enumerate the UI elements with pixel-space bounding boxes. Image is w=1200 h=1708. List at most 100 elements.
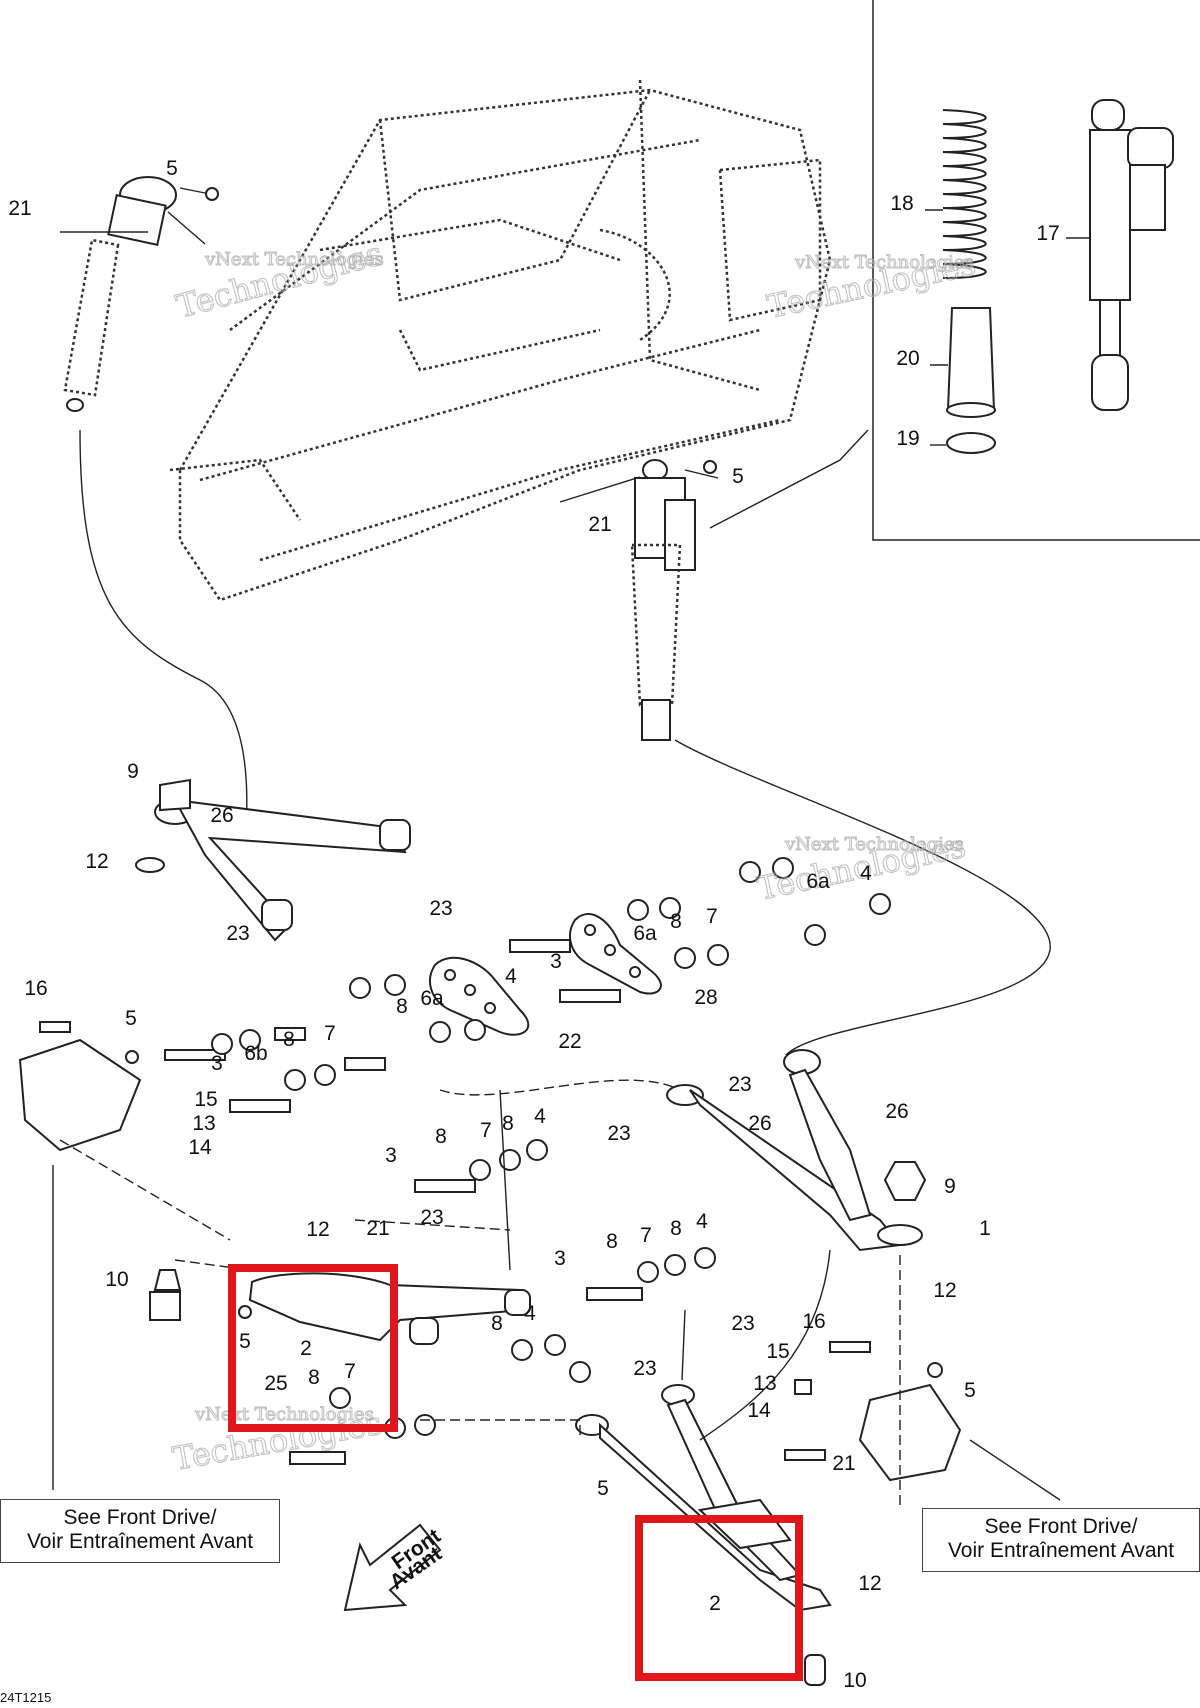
leader-line bbox=[674, 739, 1051, 1056]
part-number-label: 23 bbox=[226, 922, 249, 945]
part-number-label: 19 bbox=[896, 427, 919, 450]
part-number-label: 12 bbox=[306, 1218, 329, 1241]
shock-absorber-left bbox=[60, 176, 219, 412]
part-number-label: 16 bbox=[802, 1310, 825, 1333]
part-number-label: 23 bbox=[633, 1357, 656, 1380]
part-number-label: 5 bbox=[732, 465, 744, 488]
part-number-label: 12 bbox=[85, 850, 108, 873]
part-number-label: 5 bbox=[964, 1379, 976, 1402]
callout-line-2: Voir Entraînement Avant bbox=[26, 1530, 254, 1553]
part-number-label: 13 bbox=[753, 1372, 776, 1395]
part-number-label: 8 bbox=[396, 995, 408, 1018]
part-number-label: 21 bbox=[366, 1217, 389, 1240]
part-number-label: 5 bbox=[239, 1330, 251, 1353]
svg-text:vNext Technologies: vNext Technologies bbox=[794, 252, 974, 273]
part-number-label: 7 bbox=[480, 1119, 492, 1142]
part-number-label: 21 bbox=[588, 513, 611, 536]
see-front-drive-callout-right: See Front Drive/ Voir Entraînement Avant bbox=[922, 1508, 1200, 1572]
part-number-label: 8 bbox=[283, 1028, 295, 1051]
part-number-label: 9 bbox=[127, 760, 139, 783]
part-number-label: 9 bbox=[944, 1175, 956, 1198]
inset-frame bbox=[872, 0, 1200, 541]
bracket-22 bbox=[429, 956, 530, 1036]
leader-line bbox=[709, 429, 869, 529]
lower-arm-left bbox=[149, 1269, 531, 1345]
callout-line-1: See Front Drive/ bbox=[63, 1506, 217, 1529]
part-number-label: 23 bbox=[429, 897, 452, 920]
leader-line bbox=[79, 429, 248, 831]
fastener-stack bbox=[349, 857, 891, 1043]
part-number-label: 23 bbox=[420, 1206, 443, 1229]
part-number-label: 10 bbox=[105, 1268, 128, 1291]
callout-line-1: See Front Drive/ bbox=[984, 1515, 1138, 1538]
part-number-label: 8 bbox=[670, 1217, 682, 1240]
leader-line bbox=[499, 1089, 511, 1271]
part-number-label: 5 bbox=[125, 1007, 137, 1030]
leader-line bbox=[439, 1079, 681, 1096]
part-number-label: 4 bbox=[860, 862, 872, 885]
part-number-label: 21 bbox=[832, 1452, 855, 1475]
spring-seat bbox=[930, 432, 996, 454]
part-number-label: 13 bbox=[192, 1112, 215, 1135]
part-number-label: 16 bbox=[24, 977, 47, 1000]
part-number-label: 14 bbox=[747, 1399, 771, 1422]
part-number-label: 12 bbox=[858, 1572, 881, 1595]
part-number-label: 23 bbox=[731, 1312, 754, 1335]
watermark: vNext Technologies Technologies bbox=[169, 1403, 385, 1478]
leader-line bbox=[420, 1419, 581, 1440]
watermark: vNext Technologies Technologies bbox=[172, 234, 388, 327]
part-number-label: 8 bbox=[606, 1230, 618, 1253]
part-number-label: 4 bbox=[524, 1302, 536, 1325]
lower-arm-right bbox=[575, 1384, 832, 1686]
part-number-label: 8 bbox=[491, 1312, 503, 1335]
part-number-label: 17 bbox=[1036, 222, 1059, 245]
part-number-label: 4 bbox=[696, 1210, 708, 1233]
part-number-label: 21 bbox=[8, 197, 31, 220]
shock-absorber-centre bbox=[559, 459, 719, 741]
part-number-label: 7 bbox=[324, 1022, 336, 1045]
svg-text:vNext Technologies: vNext Technologies bbox=[194, 1404, 374, 1425]
callout-line-2: Voir Entraînement Avant bbox=[947, 1539, 1175, 1562]
part-number-label: 2 bbox=[300, 1337, 312, 1360]
leader-line bbox=[969, 1439, 1061, 1501]
part-number-label: 7 bbox=[640, 1224, 652, 1247]
see-front-drive-callout-left: See Front Drive/ Voir Entraînement Avant bbox=[0, 1499, 280, 1563]
part-number-label: 8 bbox=[670, 910, 682, 933]
svg-text:vNext Technologies: vNext Technologies bbox=[784, 834, 964, 855]
part-number-label: 15 bbox=[766, 1340, 789, 1363]
figure-reference: 24T1215 bbox=[0, 1690, 52, 1705]
vehicle-frame bbox=[169, 79, 832, 602]
bracket-28 bbox=[569, 913, 662, 995]
part-number-label: 4 bbox=[534, 1105, 546, 1128]
highlight-box bbox=[228, 1264, 398, 1432]
part-number-label: 8 bbox=[435, 1125, 447, 1148]
fastener-stack bbox=[164, 1027, 386, 1113]
bump-stop-boot bbox=[930, 307, 996, 418]
part-number-label: 6b bbox=[244, 1042, 267, 1065]
part-number-label: 23 bbox=[728, 1073, 751, 1096]
part-number-label: 1 bbox=[979, 1217, 991, 1240]
part-number-label: 14 bbox=[188, 1136, 212, 1159]
leader-line bbox=[354, 1219, 511, 1231]
shock-absorber-detail bbox=[1066, 99, 1174, 411]
part-number-label: 5 bbox=[166, 157, 178, 180]
part-number-label: 28 bbox=[694, 986, 717, 1009]
part-number-label: 3 bbox=[550, 950, 562, 973]
part-number-label: 26 bbox=[210, 804, 233, 827]
spring bbox=[925, 109, 987, 279]
mounting-bracket-left bbox=[18, 1021, 231, 1241]
leader-line bbox=[681, 1309, 686, 1381]
part-number-label: 18 bbox=[890, 192, 913, 215]
part-number-label: 7 bbox=[344, 1360, 356, 1383]
part-number-label: 8 bbox=[308, 1366, 320, 1389]
part-number-label: 20 bbox=[896, 347, 919, 370]
part-number-label: 25 bbox=[264, 1372, 287, 1395]
part-number-label: 23 bbox=[607, 1122, 630, 1145]
upper-arm-right bbox=[666, 1049, 927, 1252]
part-number-label: 22 bbox=[558, 1030, 581, 1053]
part-number-label: 2 bbox=[709, 1592, 721, 1615]
part-number-label: 5 bbox=[597, 1477, 609, 1500]
part-number-label: 7 bbox=[706, 905, 718, 928]
